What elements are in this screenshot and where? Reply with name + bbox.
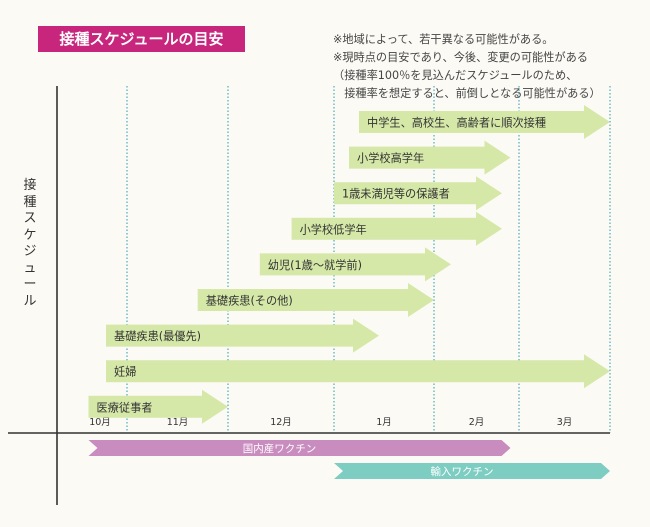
task-label: 1歳未満児等の保護者 (342, 187, 450, 201)
supply-label: 輸入ワクチン (431, 465, 494, 478)
task-label: 妊婦 (114, 365, 136, 379)
task-label: 基礎疾患(最優先) (114, 329, 201, 343)
month-tick-label: 1月 (376, 417, 392, 428)
month-tick-label: 10月 (89, 417, 111, 428)
task-label: 幼児(1歳〜就学前) (268, 258, 362, 272)
task-bar (334, 176, 502, 211)
task-bar (88, 389, 228, 424)
task-bar (291, 211, 502, 246)
chart-notes: ※地域によって、若干異なる可能性がある。 ※現時点の目安であり、今後、変更の可能性… (333, 13, 601, 103)
task-bar (359, 105, 610, 139)
month-tick-label: 12月 (270, 417, 292, 428)
month-tick-label: 2月 (469, 417, 485, 428)
task-bar (197, 283, 434, 317)
month-tick-label: 3月 (557, 417, 573, 428)
supply-label: 国内産ワクチン (243, 442, 317, 455)
note-line: （接種率100％を見込んだスケジュールのため、 (333, 69, 578, 82)
task-label: 基礎疾患(その他) (206, 294, 293, 308)
task-label: 小学校高学年 (357, 151, 424, 165)
task-bar (106, 354, 610, 389)
note-line: 接種率を想定すると、前倒しとなる可能性がある） (333, 87, 601, 100)
supply-bar (334, 463, 610, 479)
supply-bar (88, 440, 511, 456)
task-bar (349, 140, 511, 175)
task-bar (259, 247, 451, 282)
task-bar (106, 318, 379, 353)
note-line: ※現時点の目安であり、今後、変更の可能性がある (333, 51, 588, 64)
y-axis-label: 接種スケジュール (23, 178, 37, 309)
note-line: ※地域によって、若干異なる可能性がある。 (333, 33, 554, 46)
task-label: 小学校低学年 (300, 222, 367, 236)
chart-title: 接種スケジュールの目安 (38, 26, 245, 52)
task-label: 医療従事者 (97, 400, 153, 414)
month-tick-label: 11月 (167, 417, 189, 428)
task-label: 中学生、高校生、高齢者に順次接種 (367, 116, 546, 130)
